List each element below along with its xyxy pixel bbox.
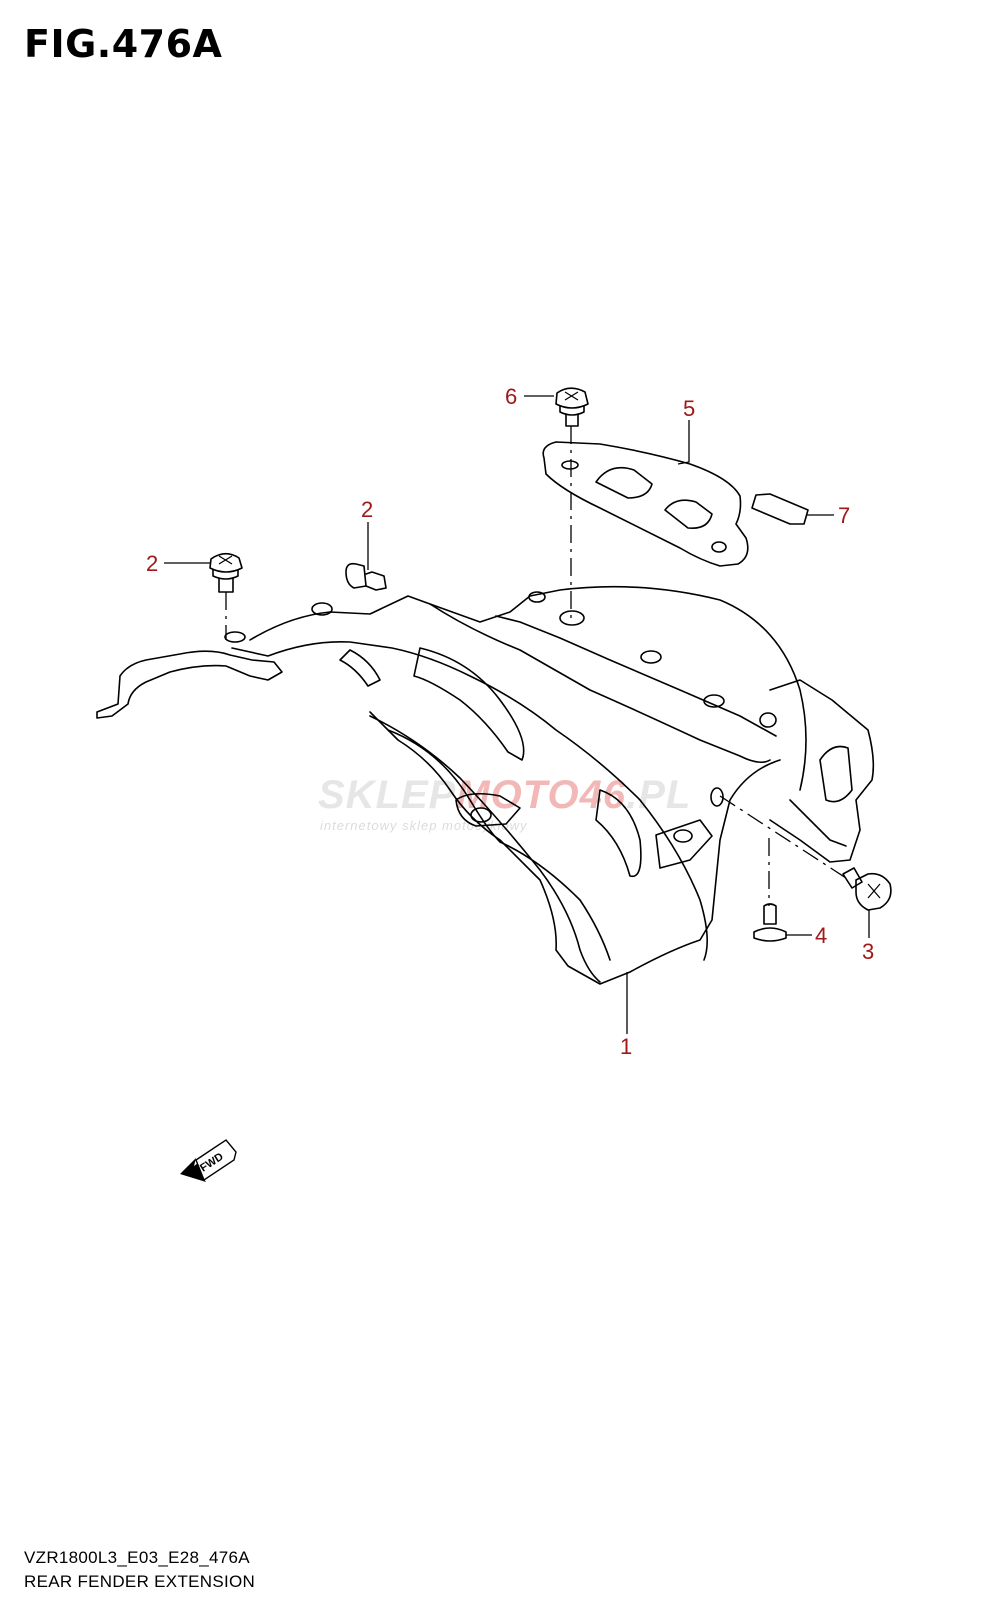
- watermark-brand-d: .PL: [626, 773, 691, 817]
- model-code: VZR1800L3_E03_E28_476A: [24, 1548, 250, 1567]
- callout-7[interactable]: 7: [838, 503, 850, 528]
- callout-6[interactable]: 6: [505, 384, 517, 409]
- screw-part-6: [555, 387, 589, 427]
- assembly-line-3: [719, 795, 847, 879]
- svg-text:SKLEPMOTO46.PL: SKLEPMOTO46.PL: [318, 773, 691, 817]
- bolt-part-3: [842, 867, 892, 911]
- callout-2-center[interactable]: 2: [361, 497, 373, 522]
- callout-5[interactable]: 5: [683, 396, 695, 421]
- section-name: REAR FENDER EXTENSION: [24, 1572, 256, 1591]
- callout-3[interactable]: 3: [862, 939, 874, 964]
- fwd-arrow-icon: FWD: [180, 1139, 237, 1182]
- callout-2-left[interactable]: 2: [146, 551, 158, 576]
- watermark-brand-a: SKLEP: [318, 773, 456, 817]
- leader-5: [677, 420, 690, 465]
- bracket-part: [542, 441, 749, 567]
- watermark: SKLEPMOTO46.PL internetowy sklep motocyk…: [318, 773, 691, 833]
- callout-1[interactable]: 1: [620, 1034, 632, 1059]
- watermark-tagline: internetowy sklep motocyklowy: [320, 818, 528, 833]
- callout-4[interactable]: 4: [815, 923, 827, 948]
- screw-part-4: [753, 903, 787, 942]
- screw-part-2-center: [345, 562, 387, 591]
- rear-fender-extension-part: [96, 585, 875, 985]
- watermark-brand-c: 46: [579, 773, 627, 817]
- pad-part: [751, 493, 809, 525]
- figure-title: FIG.476A: [24, 22, 223, 66]
- screw-part-2-left: [209, 552, 243, 593]
